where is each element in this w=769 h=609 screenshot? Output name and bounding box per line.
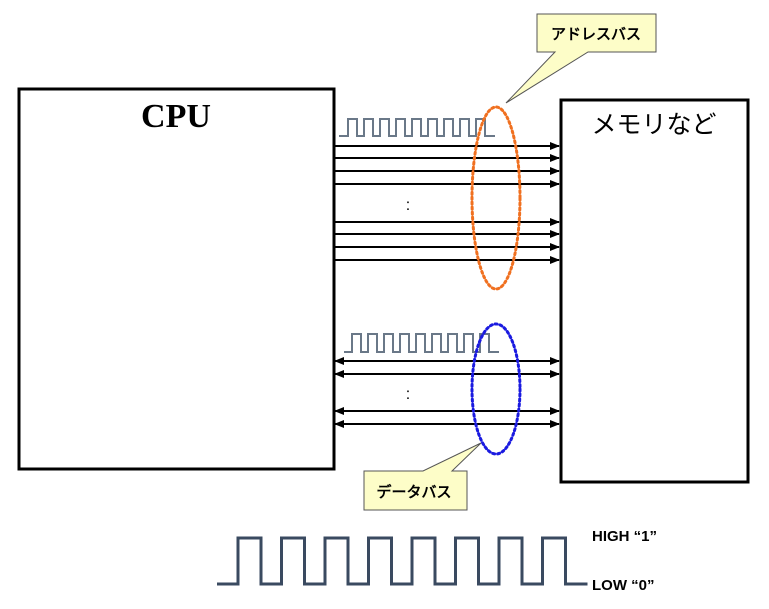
low-level-label: LOW “0” — [592, 577, 655, 594]
legend-square-wave — [217, 536, 588, 586]
data-bus-ellipsis: : — [406, 386, 410, 403]
cpu-label: CPU — [141, 98, 211, 135]
address-bus-highlight — [470, 105, 522, 291]
data-bus: : — [334, 322, 560, 456]
data-bus-callout: データバス — [363, 442, 482, 511]
data-bus-highlight — [470, 322, 522, 456]
signal-legend: HIGH “1” LOW “0” — [217, 528, 657, 594]
address-bus-callout: アドレスバス — [505, 13, 657, 104]
cpu-block: CPU — [17, 87, 336, 471]
data-bus-callout-box — [363, 442, 482, 511]
data-bus-callout-label: データバス — [376, 483, 451, 501]
memory-label: メモリなど — [591, 112, 716, 139]
memory-box — [559, 98, 750, 484]
address-clock-signal — [339, 118, 495, 137]
address-bus: : — [335, 105, 560, 291]
address-bus-callout-label: アドレスバス — [551, 25, 641, 43]
high-level-label: HIGH “1” — [592, 528, 657, 545]
data-clock-signal — [344, 333, 499, 353]
address-bus-ellipsis: : — [406, 197, 410, 214]
memory-block: メモリなど — [559, 98, 750, 484]
cpu-box — [17, 87, 336, 471]
address-bus-callout-box — [505, 13, 657, 104]
